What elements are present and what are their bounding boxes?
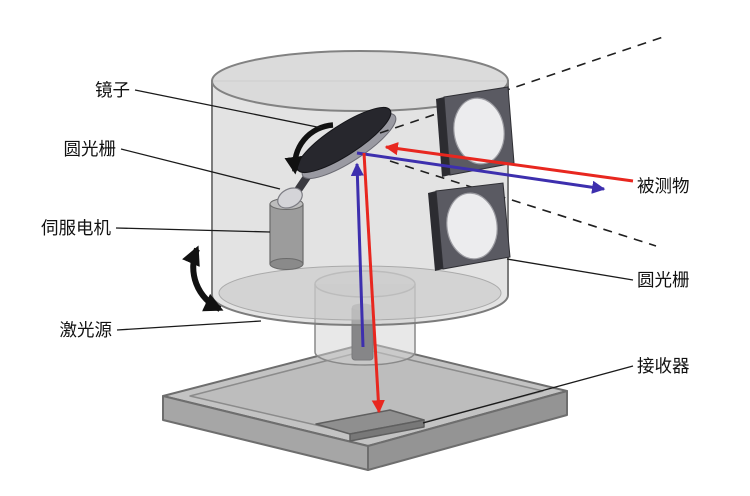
cylinder-lid	[211, 50, 509, 112]
fov-dashed-lower	[389, 160, 657, 247]
receiver	[315, 409, 425, 442]
rotation-arrow-base	[182, 245, 224, 312]
beam-return-vertical	[362, 152, 385, 414]
grating-plate-bottom-edge	[428, 191, 443, 271]
grating-plate-bottom	[428, 182, 511, 271]
beam-outgoing-horizontal	[356, 151, 606, 194]
leader-receiver	[422, 365, 634, 424]
label-receiver: 接收器	[637, 356, 690, 376]
mirror-assembly	[277, 107, 397, 209]
label-mirror: 镜子	[95, 80, 130, 100]
rotation-arrow-mirror	[284, 122, 334, 175]
servo-motor-bottom	[269, 258, 304, 270]
leader-grating-left	[120, 148, 281, 190]
label-measured-object: 被测物	[637, 176, 690, 196]
label-grating-left: 圆光栅	[64, 139, 117, 159]
base-right-face	[367, 390, 568, 471]
base-box	[162, 342, 568, 471]
beam-outgoing-vertical	[350, 162, 365, 348]
receiver-front	[349, 419, 425, 442]
label-servo-motor: 伺服电机	[41, 218, 111, 238]
beam-return-horizontal	[384, 142, 634, 183]
leader-grating-right	[506, 258, 634, 281]
grating-plate-top-edge	[436, 97, 450, 177]
label-laser-source: 激光源	[60, 320, 113, 340]
grating-disc-top	[453, 97, 505, 165]
grating-disc-bottom	[446, 192, 498, 260]
mirror-pivot-grating	[277, 187, 303, 209]
servo-motor	[269, 198, 304, 270]
leader-servo-motor	[115, 227, 271, 233]
label-grating-right: 圆光栅	[637, 270, 690, 290]
leader-mirror	[134, 89, 323, 129]
leader-laser-source	[116, 320, 262, 331]
servo-motor-body	[269, 203, 304, 265]
grating-plate-top	[436, 86, 515, 177]
fov-dashed-upper	[379, 35, 667, 134]
